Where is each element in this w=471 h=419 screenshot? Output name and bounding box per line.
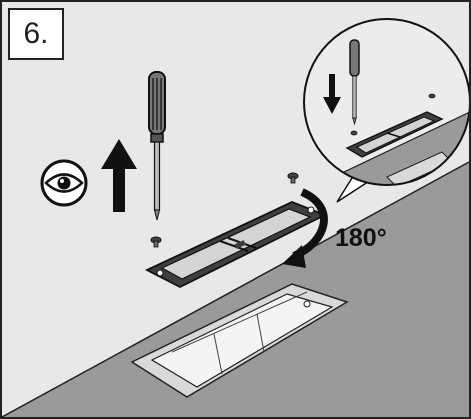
- floor-box: [130, 283, 349, 398]
- screw-icon: [287, 172, 299, 184]
- arrow-up-icon: [101, 139, 137, 212]
- eye-icon: [40, 159, 88, 207]
- cover-plate: [144, 201, 328, 289]
- zoom-callout: [303, 18, 469, 186]
- step-number: 6.: [8, 8, 64, 60]
- rotate-arrow-icon: [282, 188, 328, 268]
- screw-icon: [150, 236, 162, 248]
- screwdriver-icon: [148, 71, 166, 221]
- rotation-label: 180°: [335, 224, 387, 252]
- floor-edge: [2, 161, 469, 417]
